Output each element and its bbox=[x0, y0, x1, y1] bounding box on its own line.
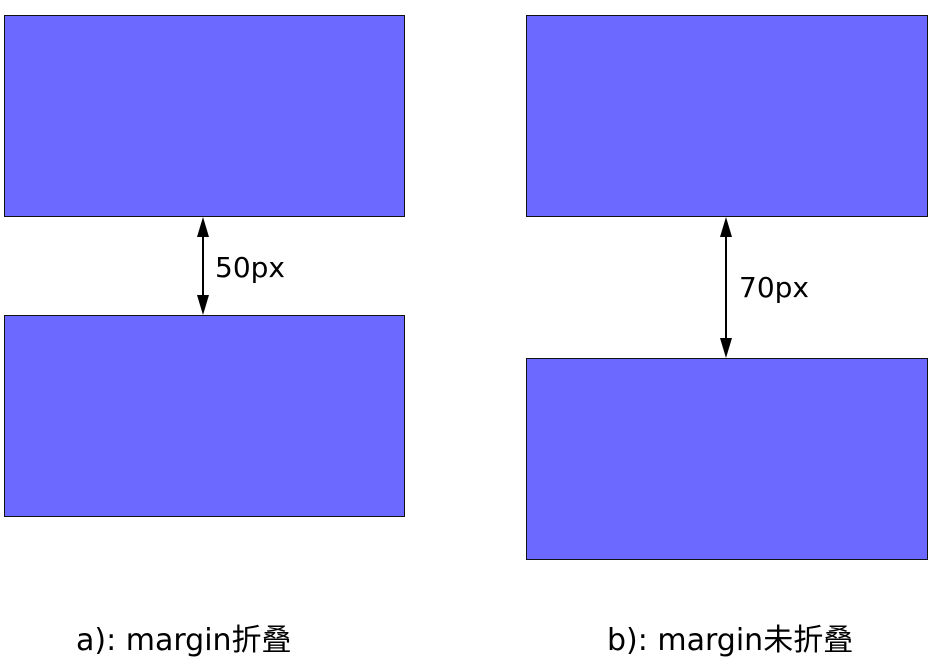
panel-b-bottom-box bbox=[526, 358, 928, 560]
panel-b-double-arrow-icon bbox=[720, 217, 732, 358]
panel-a-gap-label: 50px bbox=[215, 251, 285, 284]
panel-a-double-arrow-icon bbox=[197, 217, 209, 315]
panel-b-caption: b): margin未折叠 bbox=[607, 623, 854, 658]
panel-b-top-box bbox=[526, 15, 928, 217]
panel-a-bottom-box bbox=[4, 315, 405, 517]
panel-b-gap-label: 70px bbox=[739, 271, 809, 304]
panel-a-caption: a): margin折叠 bbox=[76, 623, 292, 658]
panel-a-top-box bbox=[4, 15, 405, 217]
